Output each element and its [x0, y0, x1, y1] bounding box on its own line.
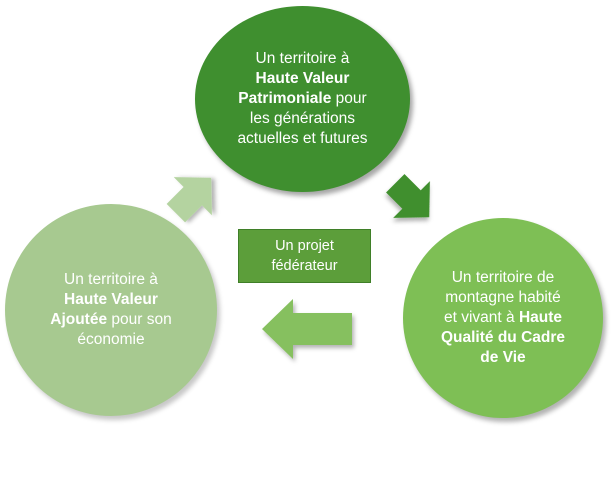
- circle-heritage-text: Un territoire à Haute Valeur Patrimonial…: [237, 50, 368, 147]
- center-project-text: Un projet fédérateur: [271, 238, 338, 274]
- circle-quality-text: Un territoire de montagne habité et viva…: [440, 269, 566, 366]
- circle-quality-of-life: Un territoire de montagne habité et viva…: [403, 218, 603, 418]
- arrow-right-to-left-icon: [262, 299, 352, 359]
- circle-heritage-value: Un territoire à Haute Valeur Patrimonial…: [195, 6, 410, 192]
- circle-added-value: Un territoire à Haute Valeur Ajoutée pou…: [5, 204, 217, 416]
- arrow-left-to-top-icon: [166, 177, 212, 223]
- circle-added-value-text: Un territoire à Haute Valeur Ajoutée pou…: [50, 271, 172, 348]
- center-project-box: Un projet fédérateur: [238, 229, 371, 283]
- arrow-top-to-right-icon: [386, 174, 430, 218]
